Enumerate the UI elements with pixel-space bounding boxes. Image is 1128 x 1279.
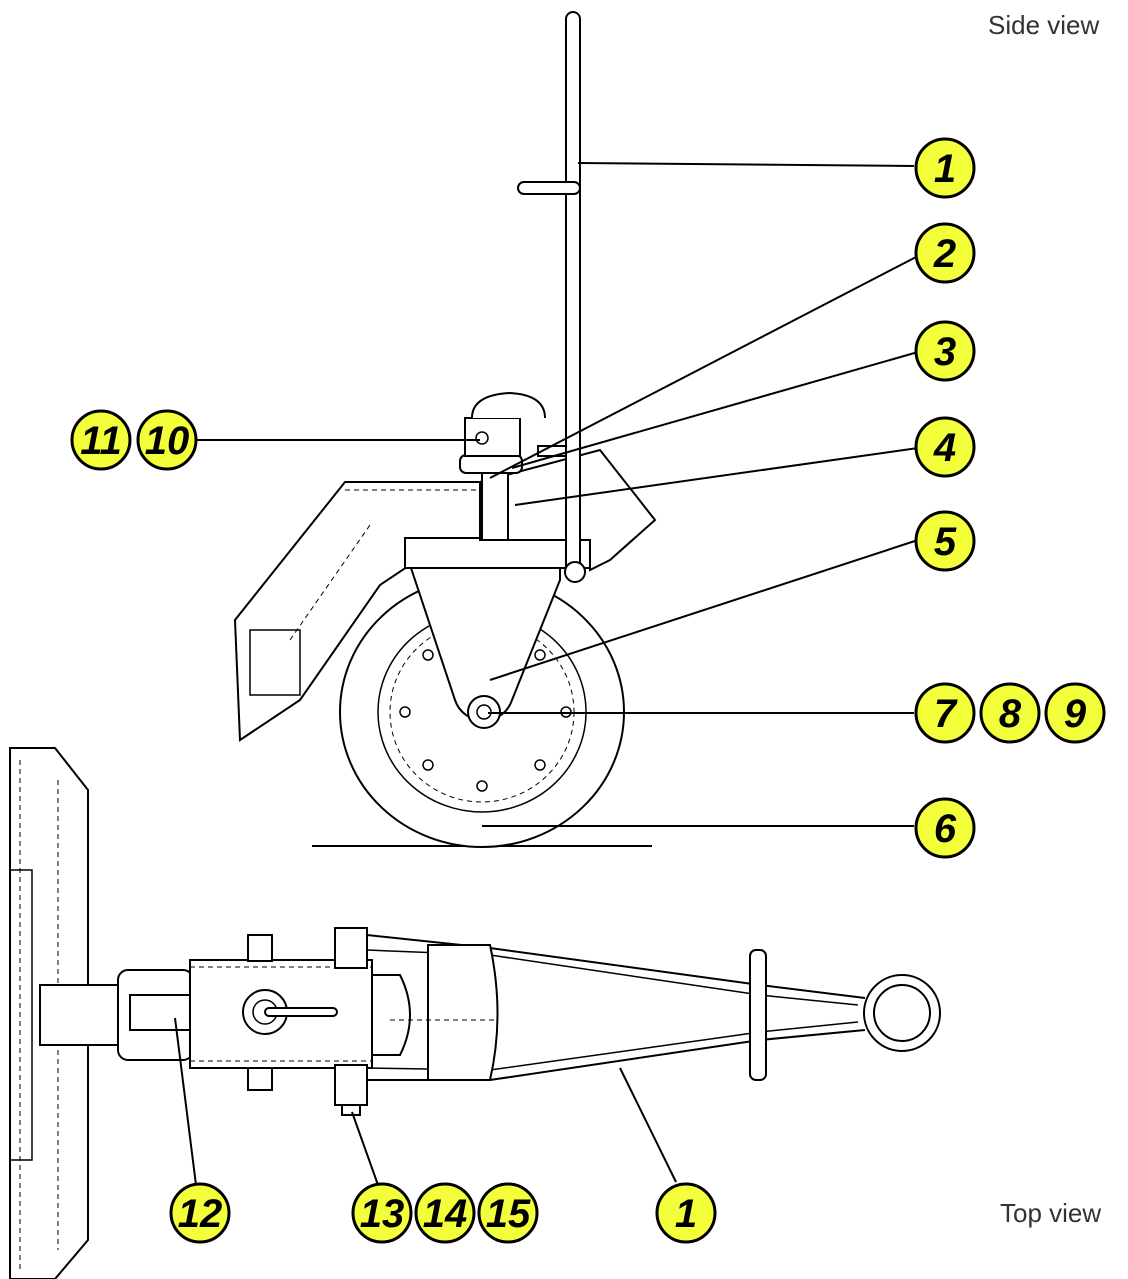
svg-text:15: 15 — [486, 1192, 531, 1236]
svg-text:11: 11 — [80, 419, 122, 463]
kingpin — [481, 471, 509, 541]
svg-text:10: 10 — [145, 419, 190, 463]
callout-11: 11 — [70, 409, 132, 471]
callout-9: 9 — [1044, 682, 1106, 744]
svg-text:14: 14 — [423, 1192, 468, 1236]
callout-3: 3 — [914, 320, 976, 382]
callout-12: 12 — [169, 1182, 231, 1244]
side-view — [233, 11, 657, 848]
svg-text:4: 4 — [933, 426, 956, 470]
callout-15: 15 — [477, 1182, 539, 1244]
svg-text:2: 2 — [933, 232, 956, 276]
handle-grip — [749, 949, 767, 1081]
upper-clamp-bolt — [334, 927, 368, 969]
frame-crossmember — [427, 944, 499, 1081]
locking-pin — [264, 1007, 338, 1017]
callout-1-top: 1 — [655, 1182, 717, 1244]
drawbar-pivot — [564, 561, 586, 583]
washer — [459, 454, 523, 474]
callout-1-side: 1 — [914, 137, 976, 199]
svg-text:3: 3 — [934, 330, 956, 374]
svg-text:9: 9 — [1064, 692, 1087, 736]
svg-text:12: 12 — [178, 1192, 223, 1236]
svg-text:13: 13 — [360, 1192, 405, 1236]
svg-text:5: 5 — [934, 520, 957, 564]
drawbar-handle — [517, 181, 581, 195]
swivel-housing — [404, 537, 591, 569]
callout-5: 5 — [914, 510, 976, 572]
towing-eye-inner — [873, 984, 931, 1042]
lower-clamp-bolt — [334, 1064, 368, 1106]
svg-text:1: 1 — [934, 147, 956, 191]
callout-10: 10 — [136, 409, 198, 471]
svg-text:8: 8 — [999, 692, 1022, 736]
drawbar — [565, 11, 581, 573]
bolt-head-bottom — [247, 1067, 273, 1091]
top-view-label: Top view — [1000, 1198, 1102, 1228]
callout-8: 8 — [979, 682, 1041, 744]
callout-2: 2 — [914, 222, 976, 284]
callout-6: 6 — [914, 797, 976, 859]
callouts: 1 2 3 4 5 7 8 — [70, 137, 1106, 1244]
side-view-label: Side view — [988, 10, 1100, 40]
bolt-head-top — [247, 934, 273, 962]
callout-4: 4 — [914, 416, 976, 478]
top-view — [9, 747, 941, 1279]
callout-14: 14 — [414, 1182, 476, 1244]
clamp-curve — [371, 974, 411, 1056]
svg-text:7: 7 — [934, 692, 958, 736]
frame-arm-end — [249, 629, 301, 696]
leader-lines — [174, 162, 919, 1186]
lift-handle-loop — [471, 391, 546, 419]
callout-7: 7 — [914, 682, 976, 744]
svg-text:1: 1 — [675, 1192, 697, 1236]
callout-13: 13 — [351, 1182, 413, 1244]
grease-nipple-block — [464, 417, 521, 457]
svg-text:6: 6 — [934, 807, 957, 851]
